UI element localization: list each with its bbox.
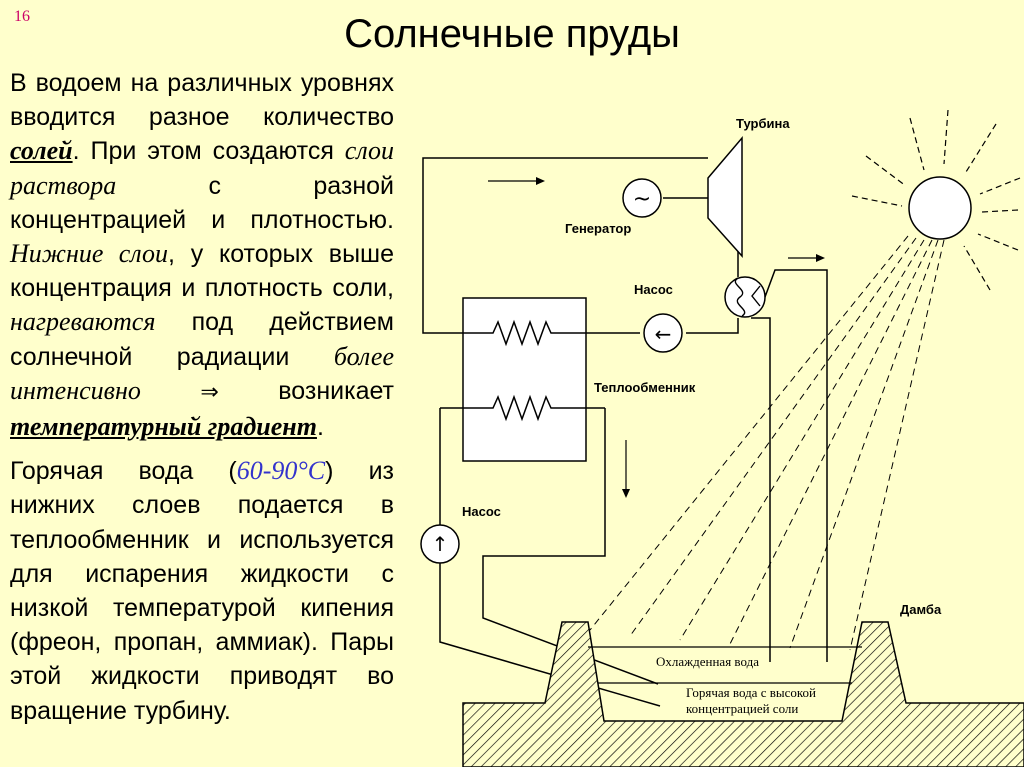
- slide-number: 16: [14, 8, 30, 25]
- cooled-water-label: Охлажденная вода: [656, 654, 759, 669]
- p1-lower-layers: Нижние слои: [10, 239, 168, 269]
- pump-left-arrow: ↑: [432, 532, 449, 556]
- paragraph-1: В водоем на различных уровнях вводится р…: [10, 66, 394, 444]
- dam-label: Дамба: [900, 602, 942, 617]
- p1-salts: солей: [10, 136, 73, 166]
- p1-s12: возникает: [218, 376, 395, 405]
- coil-lower: [440, 394, 605, 422]
- p1-more-intensive: более интенсивно: [10, 341, 394, 405]
- cooling-water-pipe: [751, 269, 828, 662]
- p2-s1: Горячая вода (: [10, 457, 237, 486]
- turbine-icon: [707, 135, 743, 258]
- p1-s5: с разной концентрацией и плотностью.: [10, 171, 394, 234]
- heat-exchanger-label: Теплообменник: [594, 380, 696, 395]
- pump-top-arrow: ←: [655, 322, 672, 346]
- body-text: В водоем на различных уровнях вводится р…: [10, 66, 394, 728]
- implies-arrow: ⇒: [200, 379, 219, 405]
- flow-arrow-down: [622, 440, 630, 498]
- hot-water-label-2: концентрацией соли: [686, 701, 798, 716]
- generator-label: Генератор: [565, 221, 631, 236]
- p1-s3: . При этом создаются: [72, 137, 345, 166]
- p2-temperature: 60-90°C: [236, 456, 326, 486]
- p1-s7: , у которых выше концентрация и плотност…: [10, 240, 395, 303]
- p1-heated: нагреваются: [10, 307, 156, 337]
- page-title: Солнечные пруды: [344, 12, 680, 56]
- pump-top-label: Насос: [634, 282, 673, 297]
- p1-s1: В водоем на различных уровнях вводится р…: [10, 69, 394, 132]
- p1-s9: под действием солнечной радиации: [10, 308, 394, 371]
- condenser-icon: [724, 276, 766, 318]
- generator-symbol: ~: [633, 187, 651, 212]
- cooling-flow-arrow: [788, 254, 825, 262]
- paragraph-2: Горячая вода (60-90°C) из нижних слоев п…: [10, 454, 394, 728]
- coil-upper: [463, 319, 586, 347]
- dam-and-ground: [462, 621, 1024, 767]
- p1-temperature-gradient: температурный градиент: [10, 412, 317, 442]
- p1-s14: .: [316, 413, 324, 442]
- sun-icon: [589, 109, 1021, 651]
- p2-s3: ) из нижних слоев подается в теплообменн…: [10, 457, 394, 725]
- heat-exchanger-box: [462, 297, 587, 462]
- p1-solution-layers: слои раствора: [10, 136, 394, 200]
- generator-icon: [622, 178, 662, 218]
- pump-left-icon: [420, 524, 460, 564]
- hot-water-label-1: Горячая вода с высокой: [686, 685, 816, 700]
- pump-top-icon: [643, 313, 683, 353]
- turbine-label: Турбина: [736, 116, 790, 131]
- flow-arrow-right: [488, 177, 545, 185]
- pump-left-label: Насос: [462, 504, 501, 519]
